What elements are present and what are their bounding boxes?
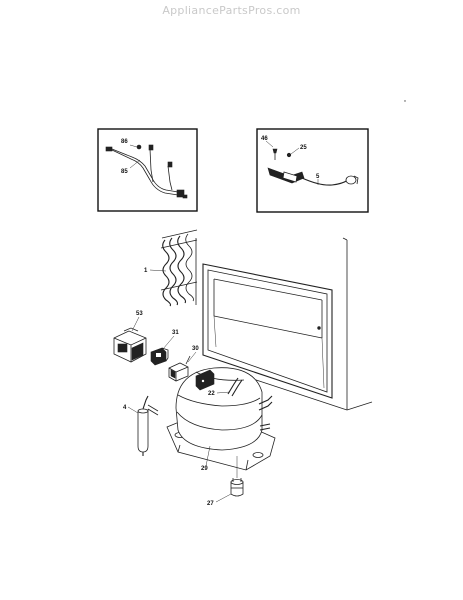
relay-cover-part[interactable] xyxy=(113,327,147,363)
compressor-part[interactable] xyxy=(166,367,276,471)
callout-27: 27 xyxy=(207,501,214,507)
callout-86: 86 xyxy=(121,139,128,145)
callout-5: 5 xyxy=(316,174,320,180)
sensor-assembly-part[interactable] xyxy=(267,167,359,186)
callout-25: 25 xyxy=(300,145,307,151)
screw-46-part[interactable] xyxy=(272,148,278,160)
callout-4: 4 xyxy=(123,405,127,411)
callout-1: 1 xyxy=(144,268,148,274)
overload-protector-part[interactable] xyxy=(168,355,191,382)
inset-sensor-assembly: 46 25 5 xyxy=(256,128,369,213)
callout-30: 30 xyxy=(192,346,199,352)
grommet-part[interactable] xyxy=(230,478,244,497)
stray-dot xyxy=(404,100,406,102)
callout-31: 31 xyxy=(172,330,179,336)
inset-wiring-harness: 86 85 xyxy=(97,128,198,212)
callout-46: 46 xyxy=(261,136,268,142)
callout-29: 29 xyxy=(201,466,208,472)
machine-compartment xyxy=(202,263,333,399)
watermark-text: AppliancePartsPros.com xyxy=(162,4,301,17)
callout-22: 22 xyxy=(208,391,215,397)
relay-part[interactable] xyxy=(150,347,169,366)
callout-53: 53 xyxy=(136,311,143,317)
condenser-coil-part[interactable] xyxy=(160,229,198,307)
screw-86-part[interactable] xyxy=(136,144,142,150)
wiring-harness-part[interactable] xyxy=(105,144,188,199)
screw-25-part[interactable] xyxy=(286,152,292,158)
callout-85: 85 xyxy=(121,169,128,175)
filter-drier-part[interactable] xyxy=(137,395,159,456)
main-assembly: 1 53 31 30 xyxy=(113,229,373,507)
